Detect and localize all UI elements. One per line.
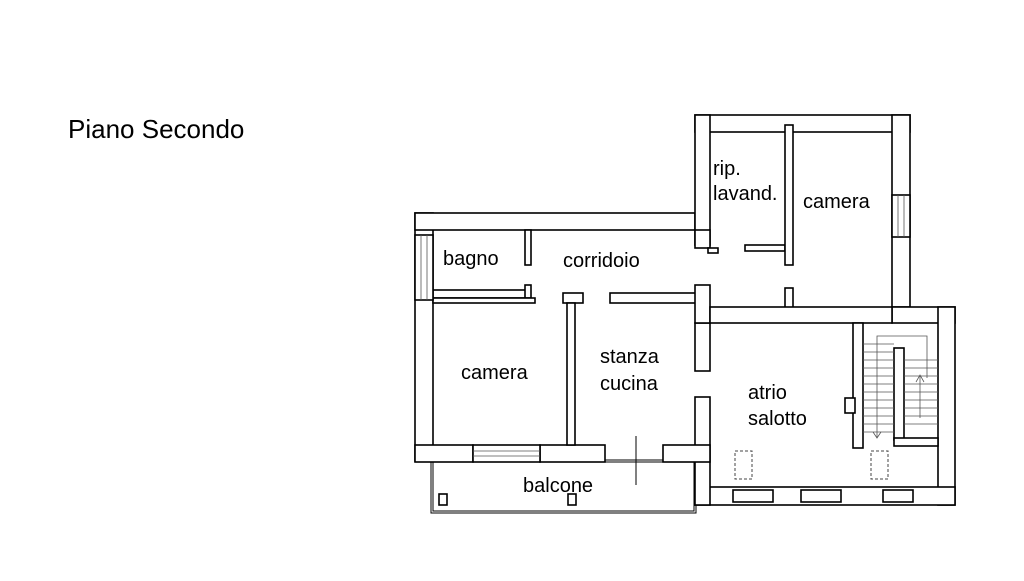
outer-wall-north-west [414,212,696,231]
wall [694,322,711,372]
window [800,489,842,503]
dashed-fixture [870,450,889,480]
plan-title: Piano Secondo [68,114,245,144]
room-label-corridoio: corridoio [563,250,640,272]
room-label-camera-north: camera [803,191,871,213]
room-label-bagno: bagno [443,248,499,270]
dashed-fixture [734,450,753,480]
window [472,444,541,463]
outer-wall-north-east [694,114,911,133]
balcony-pillar [567,493,577,506]
room-label-camera-west: camera [461,362,529,384]
room-label-stanza: stanza [600,346,660,368]
balcony-pillar [438,493,448,506]
room-label-cucina: cucina [600,373,659,395]
windows [414,194,914,503]
room-label-salotto: salotto [748,408,807,430]
room-label-atrio: atrio [748,382,787,404]
outer-wall-east [937,306,956,506]
window [891,194,911,238]
window [414,234,434,301]
wall [694,114,711,246]
room-labels: bagno corridoio rip. lavand. camera came… [443,158,871,497]
window [732,489,774,503]
room-label-lavand: lavand. [713,183,778,205]
fixtures [734,450,889,480]
window [882,489,914,503]
staircase [863,335,938,439]
room-label-balcone: balcone [523,475,593,497]
room-label-rip: rip. [713,158,741,180]
